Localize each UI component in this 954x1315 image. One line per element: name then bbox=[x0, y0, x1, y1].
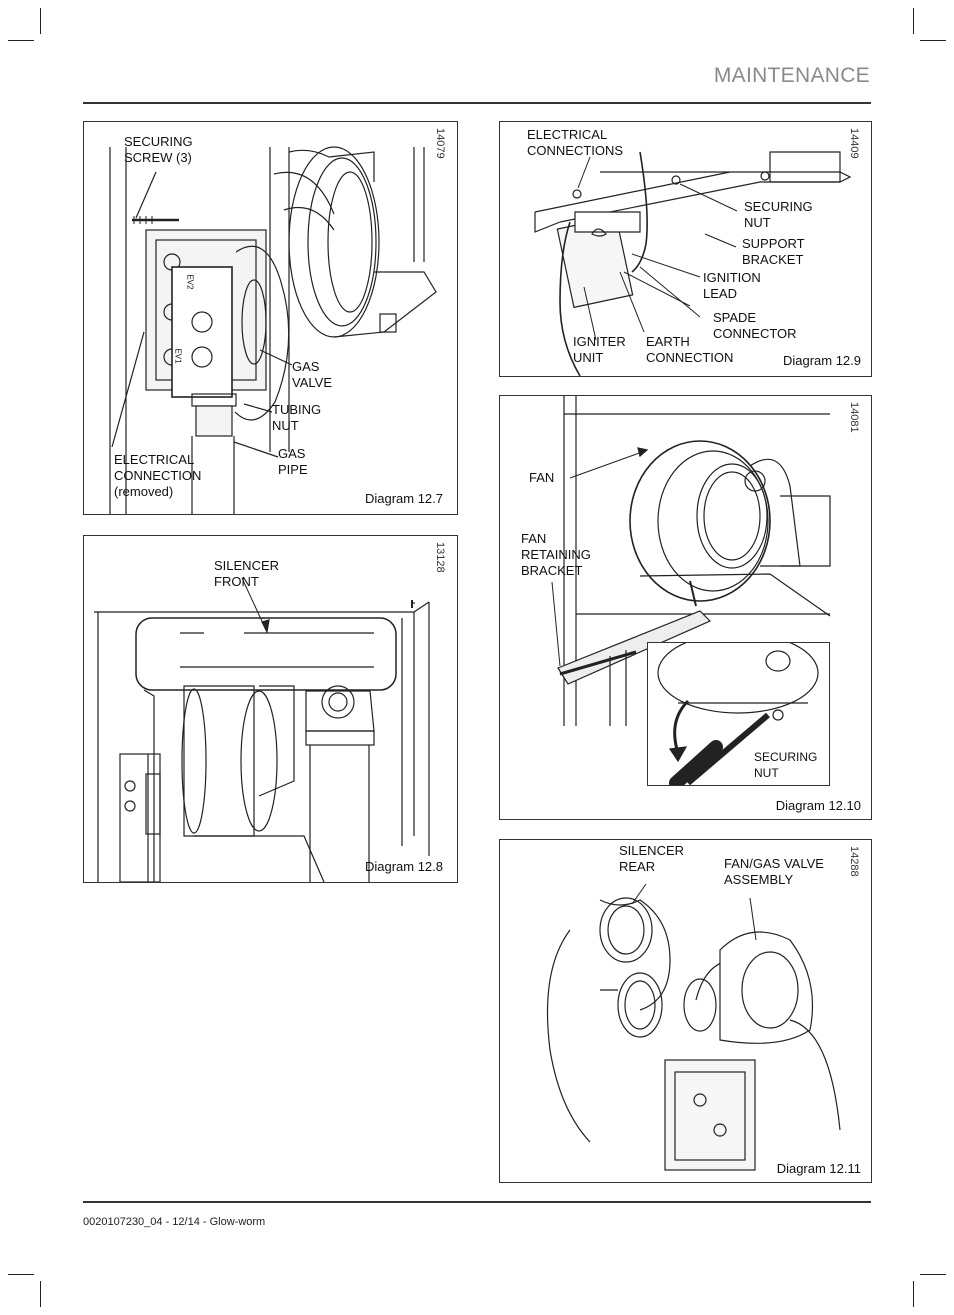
label-electrical-connection: ELECTRICAL CONNECTION (removed) bbox=[114, 452, 202, 499]
crop-mark bbox=[40, 8, 41, 34]
diagram-number: 14288 bbox=[848, 846, 860, 877]
diagram-12-7: 14079 SECURING SCREW (3) GAS VALVE TUBIN… bbox=[83, 121, 458, 515]
footer-doc-ref: 0020107230_04 - 12/14 - Glow-worm bbox=[83, 1216, 266, 1228]
crop-mark bbox=[8, 1274, 34, 1275]
label-silencer-rear: SILENCER REAR bbox=[619, 843, 685, 874]
crop-mark bbox=[40, 1281, 41, 1307]
label-silencer-front: SILENCER FRONT bbox=[214, 558, 280, 589]
silencer-rear-illustration bbox=[546, 883, 841, 1171]
label-securing-nut: SECURING NUT bbox=[744, 199, 813, 230]
crop-mark bbox=[913, 8, 914, 34]
securing-nut-inset: SECURING NUT bbox=[647, 642, 830, 786]
label-earth-connection: EARTH CONNECTION bbox=[646, 334, 734, 365]
diagram-caption: Diagram 12.8 bbox=[364, 859, 443, 874]
screwdriver-illustration bbox=[657, 643, 819, 785]
label-securing-screw: SECURING SCREW (3) bbox=[124, 134, 193, 165]
igniter-unit-illustration bbox=[534, 151, 852, 376]
crop-mark bbox=[913, 1281, 914, 1307]
label-igniter-unit: IGNITER UNIT bbox=[573, 334, 626, 365]
crop-mark bbox=[920, 40, 946, 41]
valve-mark-ev1: EV1 bbox=[173, 348, 183, 364]
label-ignition-lead: IGNITION LEAD bbox=[703, 270, 761, 301]
section-title: MAINTENANCE bbox=[713, 64, 870, 87]
diagram-number: 13128 bbox=[434, 542, 446, 573]
label-gas-valve: GAS VALVE bbox=[292, 359, 332, 390]
gas-valve-illustration bbox=[109, 146, 437, 514]
label-securing-nut: SECURING NUT bbox=[754, 750, 818, 780]
label-tubing-nut: TUBING NUT bbox=[272, 402, 322, 433]
diagram-number: 14081 bbox=[848, 402, 860, 433]
diagram-number: 14409 bbox=[848, 128, 860, 159]
label-electrical-connections: ELECTRICAL CONNECTIONS bbox=[527, 127, 624, 158]
label-gas-pipe: GAS PIPE bbox=[278, 446, 308, 477]
label-fan-retaining-bracket: FAN RETAINING BRACKET bbox=[521, 531, 591, 578]
diagram-12-8: 13128 SILENCER FRONT Diagram 12.8 bbox=[83, 535, 458, 883]
label-fan-gas-valve-assembly: FAN/GAS VALVE ASSEMBLY bbox=[724, 856, 824, 887]
diagram-caption: Diagram 12.10 bbox=[775, 798, 861, 813]
label-support-bracket: SUPPORT BRACKET bbox=[742, 236, 805, 267]
valve-mark-ev2: EV2 bbox=[185, 274, 195, 290]
header-rule bbox=[83, 102, 871, 104]
label-fan: FAN bbox=[529, 470, 555, 485]
label-spade-connector: SPADE CONNECTOR bbox=[713, 310, 797, 341]
diagram-number: 14079 bbox=[434, 128, 446, 159]
footer-rule bbox=[83, 1201, 871, 1203]
fan-removal-illustration bbox=[551, 396, 831, 726]
diagram-caption: Diagram 12.7 bbox=[364, 491, 443, 506]
diagram-caption: Diagram 12.11 bbox=[776, 1161, 861, 1176]
diagram-12-11: 14288 SILENCER REAR FAN/GAS VALVE ASSEMB… bbox=[499, 839, 872, 1183]
diagram-12-10: 14081 FAN FAN RETAINING BRACKET SECURING… bbox=[499, 395, 872, 820]
silencer-front-illustration bbox=[94, 577, 430, 882]
diagram-12-9: 14409 ELECTRICAL CONNECTIONS SECURING NU… bbox=[499, 121, 872, 377]
crop-mark bbox=[920, 1274, 946, 1275]
crop-mark bbox=[8, 40, 34, 41]
diagram-caption: Diagram 12.9 bbox=[782, 353, 861, 368]
